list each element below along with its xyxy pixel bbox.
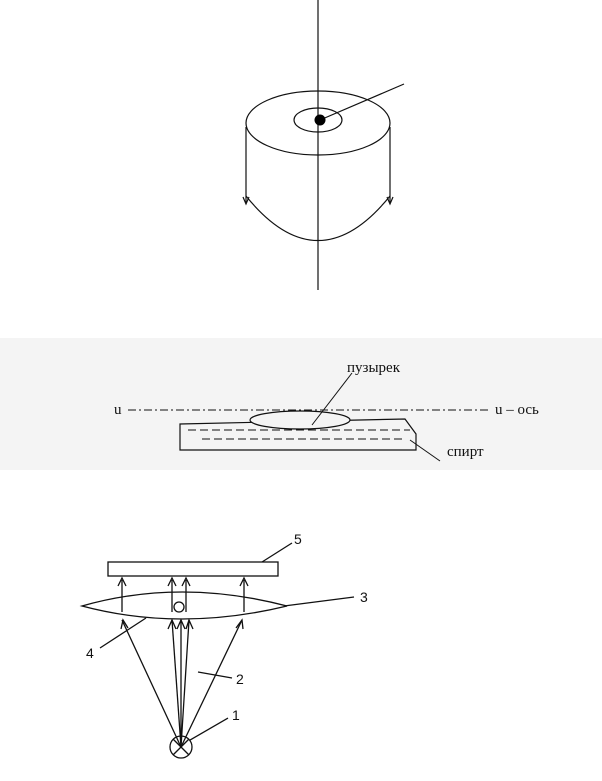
vial-panel-background <box>0 338 602 470</box>
bubble-label: пузырек <box>347 360 401 376</box>
plate-5 <box>107 561 279 577</box>
figure-cylinder <box>242 0 405 290</box>
label-2: 2 <box>236 671 244 687</box>
liquid-leader-line <box>409 439 441 462</box>
ray-inner-right <box>180 619 190 748</box>
lens-small-circle <box>173 601 185 613</box>
cylinder-left-tick <box>242 196 250 206</box>
cylinder-inner-ellipse <box>293 107 343 133</box>
label-5: 5 <box>294 531 302 547</box>
arrowhead-ray-left <box>120 618 129 630</box>
leader-4 <box>99 617 147 649</box>
figure-optical-scheme <box>79 542 355 759</box>
label-4: 4 <box>86 645 94 661</box>
bubble-ellipse <box>249 410 351 430</box>
figure-optical-labels: 5 3 4 2 1 <box>86 531 368 723</box>
lens-3 <box>79 591 288 620</box>
label-3: 3 <box>360 589 368 605</box>
vial-body <box>179 418 417 451</box>
ray-far-right <box>180 619 243 748</box>
ray-far-left <box>121 619 182 748</box>
leader-1 <box>189 717 229 741</box>
pointer-line <box>319 83 405 121</box>
leader-3 <box>283 596 355 607</box>
cylinder-top-ellipse <box>245 90 391 156</box>
bubble-leader-line <box>311 372 353 426</box>
liquid-label: спирт <box>447 444 484 460</box>
center-dot <box>314 114 326 126</box>
axis-left-label: u <box>114 402 122 418</box>
arrowhead-ray-inner-left <box>167 618 177 630</box>
arrowhead-up-1 <box>117 576 127 587</box>
arrowhead-ray-right <box>235 618 244 630</box>
cylinder-bottom-arc <box>245 195 391 241</box>
ray-inner-left <box>171 619 182 748</box>
axis-right-label: u – ось <box>495 402 539 418</box>
arrowhead-up-4 <box>239 576 249 587</box>
figure-level-vial: пузырек u u – ось спирт <box>0 338 602 470</box>
label-1: 1 <box>232 707 240 723</box>
arrowhead-up-2 <box>167 576 177 587</box>
arrowhead-ray-center <box>176 618 186 630</box>
leader-5 <box>261 542 293 563</box>
arrowhead-up-3 <box>181 576 191 587</box>
arrowhead-ray-inner-right <box>185 618 194 630</box>
cylinder-right-tick <box>386 196 394 206</box>
leader-2 <box>197 671 233 679</box>
